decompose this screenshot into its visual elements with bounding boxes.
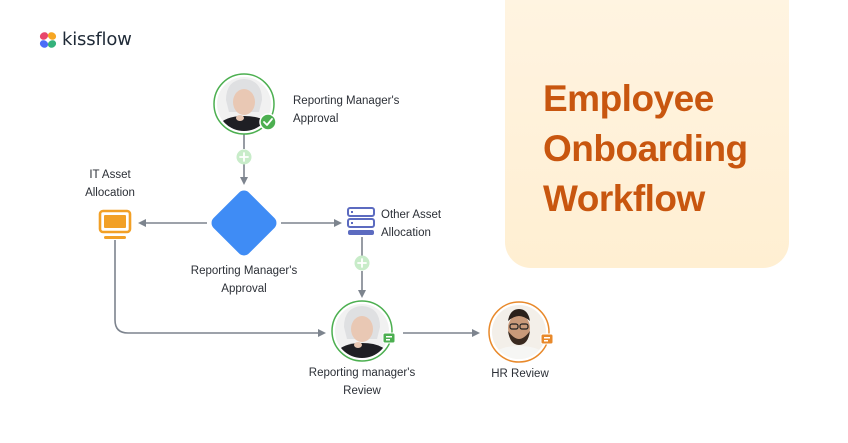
server-list-icon[interactable] — [347, 207, 375, 235]
manager-review-node[interactable] — [331, 300, 396, 362]
title-line-3: Workflow — [543, 178, 705, 219]
hr-review-label: HR Review — [491, 368, 549, 380]
it-asset-label: IT Asset Allocation — [85, 169, 135, 199]
title-card: Employee Onboarding Workflow — [505, 0, 789, 268]
top-approval-node[interactable] — [213, 73, 277, 135]
chat-bubble-icon — [540, 333, 554, 345]
hr-review-node[interactable] — [488, 301, 554, 363]
plus-circle-icon[interactable] — [354, 255, 370, 271]
decision-label: Reporting Manager's Approval — [190, 265, 298, 295]
title-line-2: Onboarding — [543, 128, 748, 169]
title-line-1: Employee — [543, 78, 714, 119]
brand-name: kissflow — [62, 29, 132, 50]
connectors — [114, 134, 480, 337]
kissflow-butterfly-icon — [39, 31, 57, 48]
kissflow-logo: kissflow — [38, 29, 132, 50]
top-approval-label: Reporting Manager's Approval — [293, 95, 400, 125]
check-circle-icon — [259, 113, 277, 131]
plus-circle-icon[interactable] — [236, 149, 252, 165]
monitor-icon[interactable] — [98, 209, 132, 239]
manager-review-label: Reporting manager's Review — [308, 367, 416, 397]
chat-bubble-icon — [382, 332, 396, 344]
decision-diamond[interactable] — [209, 188, 280, 259]
connector-it-asset-to-review — [114, 240, 326, 337]
other-asset-label: Other Asset Allocation — [381, 209, 442, 239]
